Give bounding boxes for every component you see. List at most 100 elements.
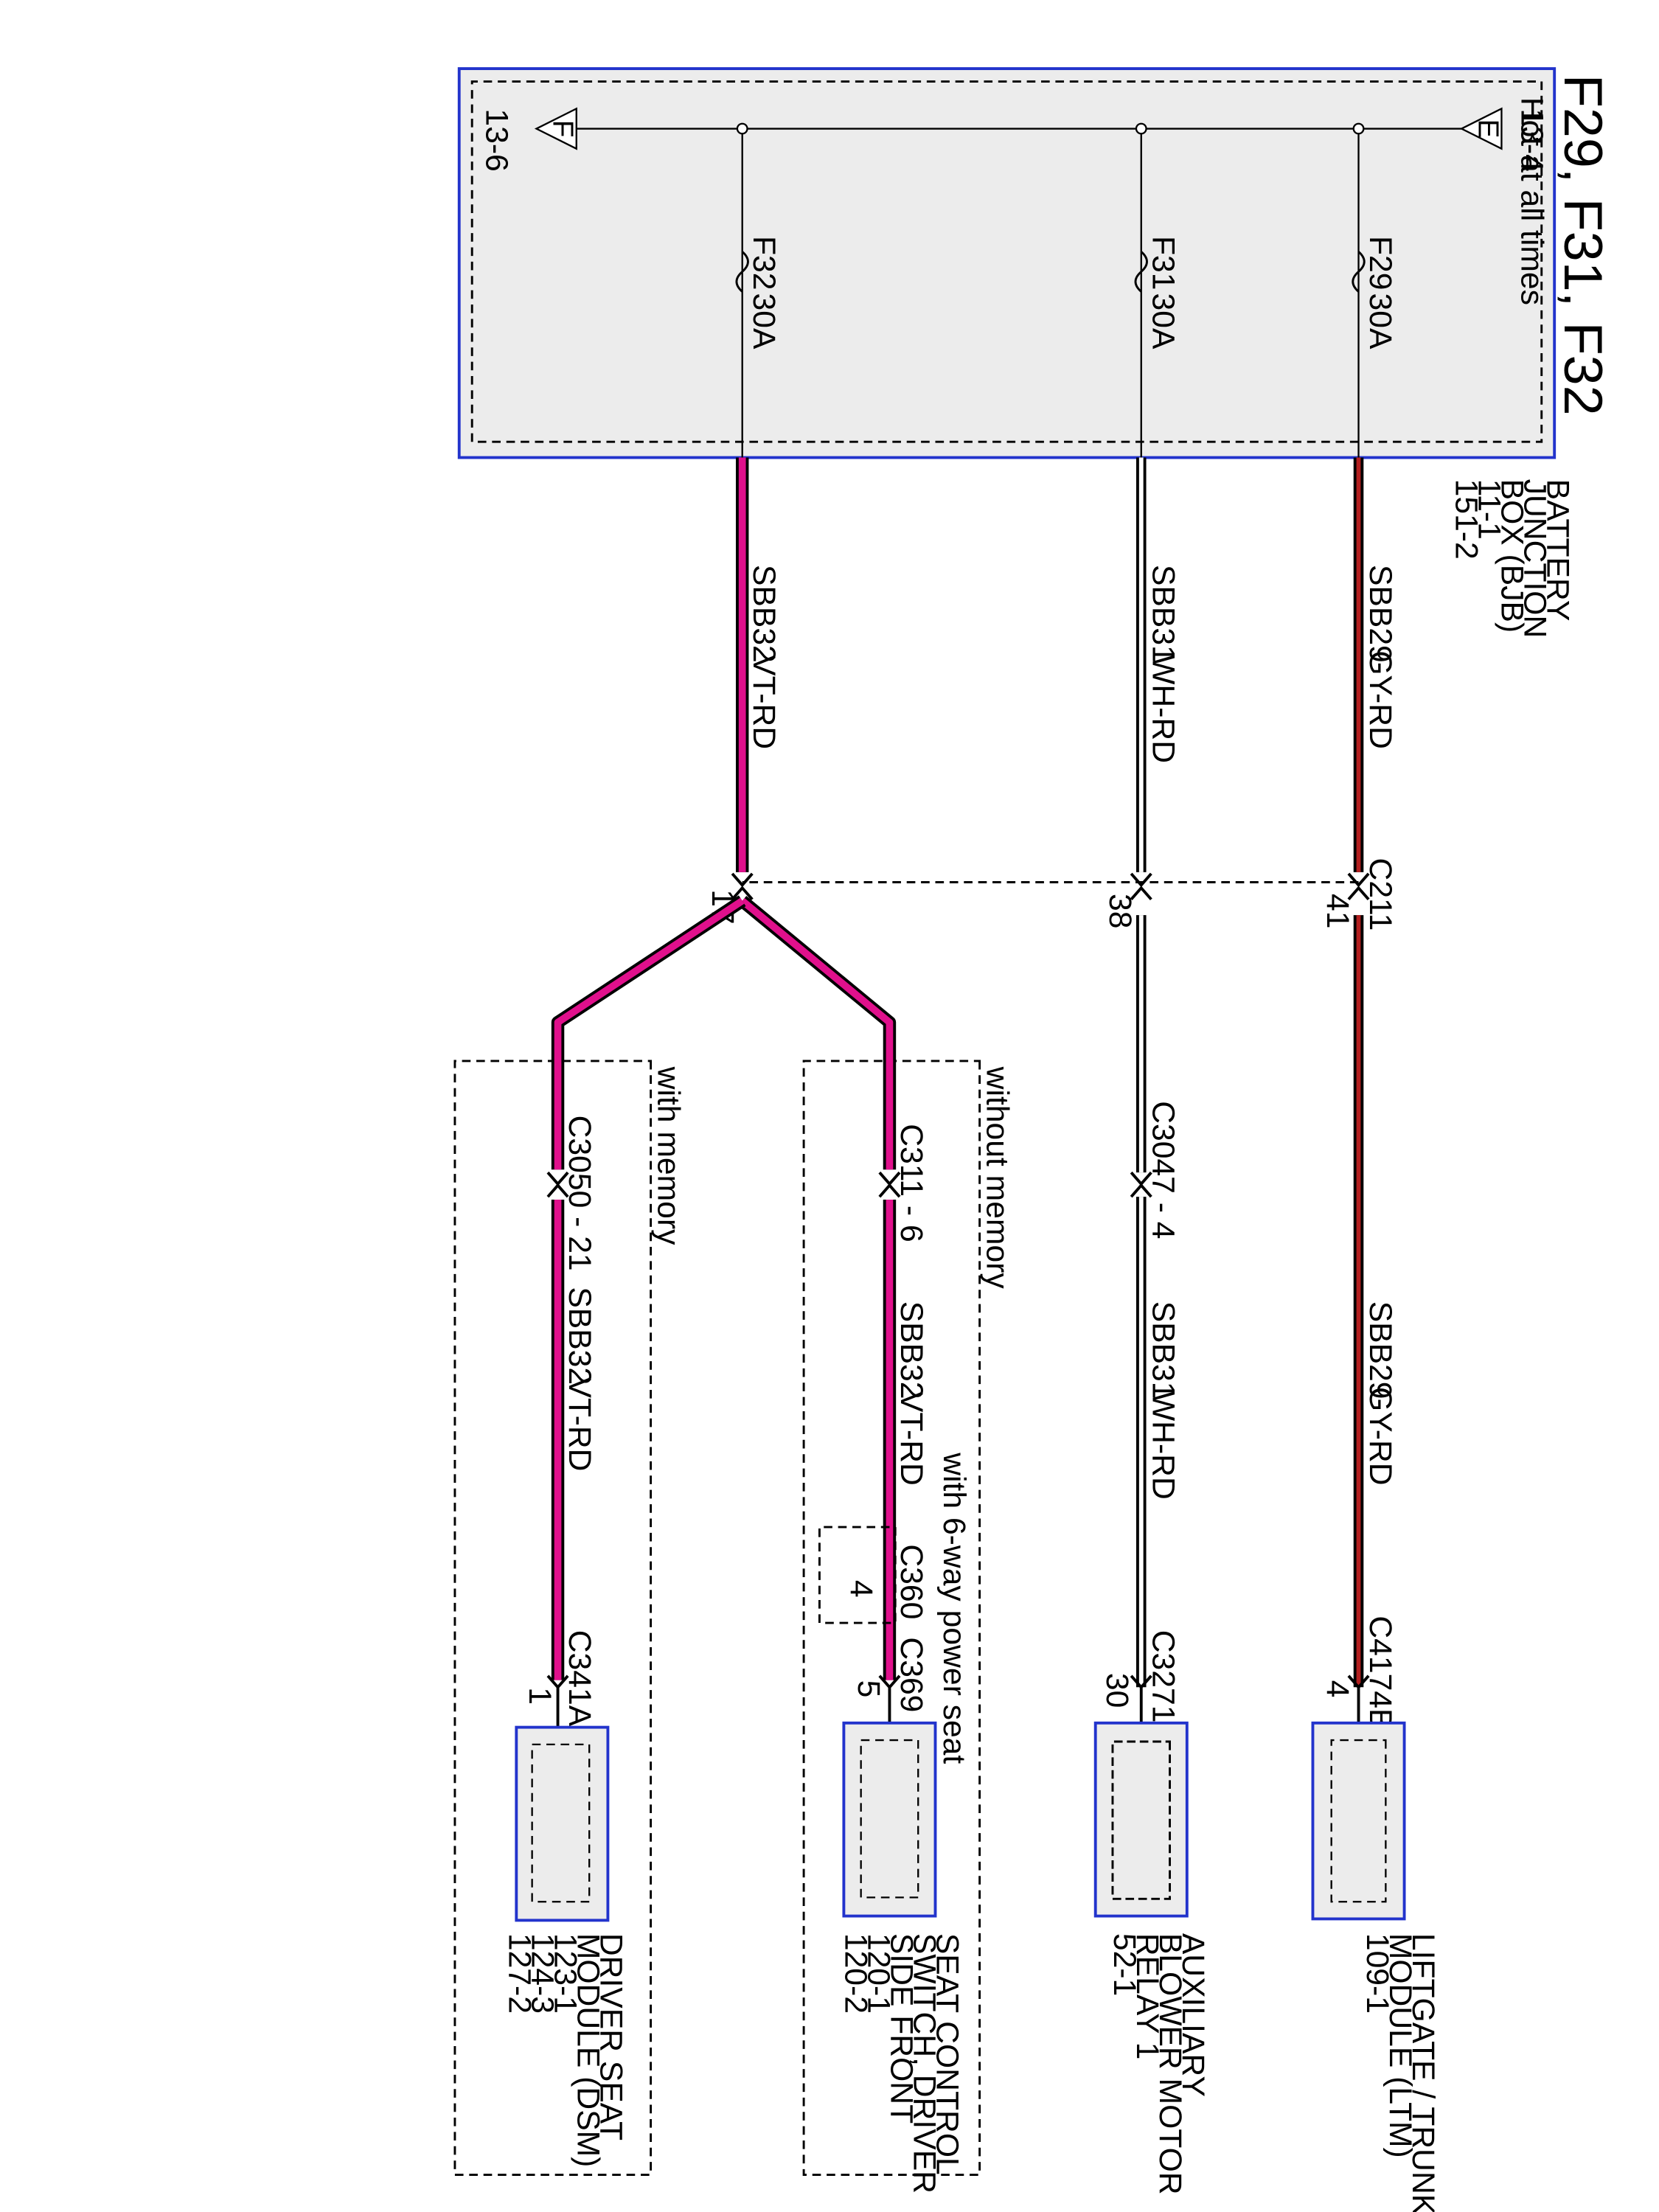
dsm-pin: 1 (522, 1687, 557, 1705)
c211-pin-38-symbol (1130, 872, 1152, 901)
wire-sbb29-circuit-upper: SBB29 (1363, 565, 1398, 663)
wire-sbb29: SBB29 GY-RD SBB29 GY-RD (1353, 457, 1398, 1688)
bjb-name-line-3: BOX (BJB) (1494, 479, 1529, 633)
wire-sbb32-color: VT-RD (746, 655, 782, 749)
relay-connector-label: C3271 (1145, 1630, 1180, 1723)
branch-c311-circuit: SBB32 (894, 1301, 929, 1399)
bjb-name-line-1: BATTERY (1540, 479, 1575, 622)
c311-label: C311 - 6 (894, 1124, 929, 1242)
fuse-f31-rating: 30A (1145, 293, 1180, 349)
switch-box (842, 1721, 937, 1918)
c211-pin-41: 41 (1320, 894, 1355, 928)
battery-junction-box: E 13-4 Hot at all times F 13-6 F29 30A F… (457, 67, 1575, 639)
dsm-inner-box (531, 1743, 591, 1903)
fuse-f29-icon (1352, 251, 1366, 293)
relay-pin: 30 (1099, 1673, 1135, 1708)
branch-without-memory-outline (738, 895, 897, 1059)
dsm-name-4: 124-3 (525, 1933, 560, 2014)
dsm-name-5: 127-2 (502, 1933, 538, 2014)
dsm-connector-symbol (546, 1674, 569, 1728)
relay-name-1: AUXILIARY (1175, 1933, 1211, 2097)
relay-connector-symbol (1130, 1674, 1152, 1723)
bjb-name-line-4: 11-1 (1471, 479, 1506, 540)
ref-e-letter: E (1472, 119, 1503, 139)
wire-sbb32-circuit: SBB32 (746, 565, 782, 663)
without-memory-label: without memory (979, 1066, 1015, 1290)
ref-e-arrow (1459, 107, 1503, 150)
bjb-name: BATTERY JUNCTION BOX (BJB) 11-1 151-2 (1448, 479, 1575, 639)
c211-pin-41-symbol (1347, 872, 1370, 901)
dsm-name-2: MODULE (DSM) (571, 1933, 606, 2168)
bjb-name-line-5: 151-2 (1448, 479, 1484, 560)
fuse-f29-id: F29 (1363, 236, 1398, 291)
wire-sbb31-circuit-lower: SBB31 (1145, 1301, 1180, 1399)
bjb-outer-box (457, 67, 1557, 459)
f29-splice-dot (1352, 122, 1365, 135)
ref-f-page: 13-6 (479, 108, 515, 171)
hot-at-all-times-label: Hot at all times (1514, 97, 1550, 305)
wire-sbb29-color-upper: GY-RD (1363, 650, 1398, 749)
branch-with-memory-outline (551, 895, 746, 1059)
fuse-f31-id: F31 (1145, 236, 1180, 291)
switch-name-5: 120-2 (838, 1933, 873, 2014)
c3047-symbol (1130, 1171, 1152, 1198)
dsm-connector-label: C341A (562, 1630, 597, 1727)
switch-connector-label: C369 (894, 1637, 929, 1712)
c211-pin-17-symbol (731, 872, 754, 901)
c311-symbol (878, 1171, 901, 1198)
dsm-box (515, 1725, 610, 1922)
c360-dashed-box (818, 1526, 897, 1624)
switch-name-1: SEAT CONTROL (929, 1933, 964, 2175)
page-title: F29, F31, F32 (1553, 74, 1614, 416)
c211-label: C211 (1363, 858, 1398, 931)
option-without-memory: without memory C311 - 6 SBB32 VT-RD with… (802, 1058, 1015, 2177)
c360-pin: 4 (844, 1580, 879, 1598)
connector-c3047: C3047 - 4 (1130, 1101, 1180, 1239)
wire-sbb31-color-upper: WH-RD (1145, 655, 1180, 763)
relay-box (1093, 1721, 1189, 1918)
f31-splice-dot (1135, 122, 1147, 135)
branch-c3050-color: VT-RD (562, 1377, 597, 1471)
c3047-label: C3047 - 4 (1145, 1101, 1180, 1239)
connector-c211: C211 41 38 17 (705, 858, 1398, 931)
with-memory-label: with memory (650, 1066, 686, 1245)
switch-pin: 5 (851, 1680, 886, 1698)
relay-name-2: BLOWER MOTOR (1152, 1933, 1188, 2195)
ref-e-page: 13-4 (1514, 108, 1550, 171)
component-seat-control-switch: C369 5 SEAT CONTROL SWITCH, DRIVER SIDE … (838, 1637, 964, 2194)
fuse-f32-icon (735, 251, 749, 293)
wire-sbb32-branches (551, 895, 897, 1059)
component-driver-seat-module: C341A 1 DRIVER SEAT MODULE (DSM) 123-1 1… (502, 1630, 629, 2168)
c3050-symbol (546, 1171, 569, 1198)
switch-name-3: SIDE FRONT (883, 1933, 919, 2124)
fuse-f32-rating: 30A (746, 293, 782, 349)
bjb-name-line-2: JUNCTION (1517, 479, 1552, 639)
switch-name-4: 120-1 (860, 1933, 896, 2014)
ltm-connector-symbol (1347, 1674, 1370, 1723)
wire-sbb31: SBB31 WH-RD SBB31 WH-RD (1135, 457, 1180, 1688)
wire-sbb29-color-lower: GY-RD (1363, 1387, 1398, 1486)
ref-f-arrow (534, 107, 577, 150)
dsm-name-1: DRIVER SEAT (594, 1933, 629, 2140)
component-aux-blower-relay: C3271 30 AUXILIARY BLOWER MOTOR RELAY 1 … (1093, 1630, 1211, 2195)
ltm-pin: 4 (1320, 1680, 1355, 1698)
branch-without-memory-fill (740, 897, 894, 1059)
fuse-f32-id: F32 (746, 236, 782, 291)
wire-sbb31-circuit-upper: SBB31 (1145, 565, 1180, 663)
ltm-name-1: LIFTGATE / TRUNK (1405, 1933, 1441, 2212)
option-with-memory: with memory C3050 - 21 SBB32 VT-RD (453, 1058, 686, 2177)
branch-with-memory-fill (554, 897, 745, 1059)
switch-connector-symbol (878, 1674, 901, 1723)
relay-name-3: RELAY 1 (1130, 1933, 1165, 2060)
ltm-name-3: 109-1 (1360, 1933, 1395, 2014)
dsm-name-3: 123-1 (548, 1933, 583, 2014)
branch-c311-color: VT-RD (894, 1391, 929, 1486)
component-liftgate-trunk-module: C4174B 4 LIFTGATE / TRUNK MODULE (LTM) 1… (1311, 1615, 1441, 2212)
fuse-f29-rating: 30A (1363, 293, 1398, 349)
fuse-f31-icon (1134, 251, 1148, 293)
six-way-power-seat-label: with 6-way power seat (936, 1452, 972, 1764)
wire-sbb32-trunk: SBB32 VT-RD (735, 457, 782, 872)
relay-inner-box (1111, 1740, 1171, 1900)
bjb-inner-dashed-box (470, 80, 1543, 443)
